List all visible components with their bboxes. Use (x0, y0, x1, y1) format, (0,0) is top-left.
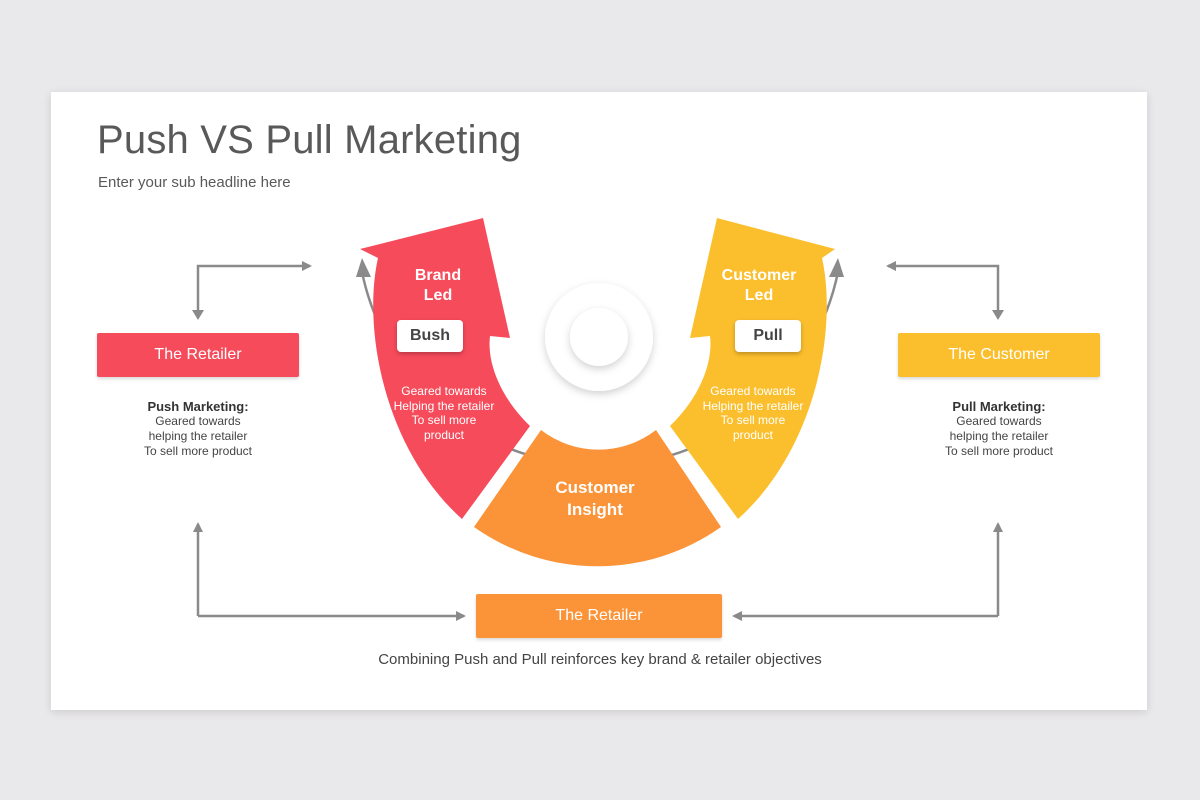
center-core (570, 308, 628, 366)
bush-tag: Bush (397, 320, 463, 352)
customer-insight-label-line: Customer (555, 478, 635, 497)
pull-marketing-line: helping the retailer (949, 429, 1049, 443)
page-subtitle: Enter your sub headline here (98, 174, 291, 191)
bottom-retailer-box: The Retailer (476, 594, 722, 638)
pull-marketing-line: To sell more product (944, 444, 1054, 458)
pull-marketing-line: Geared towards (956, 414, 1042, 428)
pull-tag: Pull (735, 320, 801, 352)
push-marketing-heading: Push Marketing: (147, 399, 249, 414)
brand-led-label: Brand Led (392, 266, 484, 306)
outer-arc-right-head (829, 258, 844, 277)
customer-insight-label-line: Insight (567, 500, 623, 519)
left-top-connector (196, 261, 312, 318)
customer-led-desc-line: product (732, 427, 774, 442)
brand-led-desc-line: Geared towards (401, 384, 487, 398)
brand-led-label-line: Brand (414, 267, 462, 284)
pull-marketing-heading: Pull Marketing: (952, 399, 1046, 414)
page-title: Push VS Pull Marketing (97, 118, 522, 162)
brand-led-desc-line: To sell more (411, 413, 477, 427)
push-marketing-line: To sell more product (143, 444, 253, 458)
brand-led-label-line: Led (423, 287, 453, 304)
customer-led-label-line: Customer (721, 267, 797, 284)
customer-insight-segment (474, 430, 721, 567)
brand-led-desc-line: Helping the retailer (393, 398, 495, 413)
left-top-connector-start (192, 310, 204, 320)
right-customer-label: The Customer (948, 346, 1050, 363)
brand-led-desc: Geared towards Helping the retailer To s… (374, 384, 514, 442)
customer-led-arrow (670, 218, 835, 519)
left-retailer-label: The Retailer (154, 346, 242, 363)
customer-led-desc-line: Geared towards (710, 384, 796, 398)
push-marketing-text: Push Marketing: Geared towards helping t… (98, 399, 298, 459)
customer-led-label-line: Led (744, 287, 774, 304)
right-customer-box: The Customer (898, 333, 1100, 377)
bottom-retailer-label: The Retailer (555, 607, 643, 624)
footer-caption: Combining Push and Pull reinforces key b… (378, 651, 822, 668)
left-retailer-box: The Retailer (97, 333, 299, 377)
outer-arc-left-head (356, 258, 371, 277)
brand-led-arrow (360, 218, 530, 519)
push-marketing-line: Geared towards (155, 414, 241, 428)
right-top-connector-start (992, 310, 1004, 320)
bush-tag-label: Bush (410, 327, 450, 344)
push-marketing-line: helping the retailer (148, 429, 248, 443)
customer-led-desc-line: To sell more (720, 413, 786, 427)
customer-led-desc-line: Helping the retailer (702, 398, 804, 413)
brand-led-desc-line: product (423, 427, 465, 442)
customer-led-desc: Geared towards Helping the retailer To s… (683, 384, 823, 442)
pull-marketing-text: Pull Marketing: Geared towards helping t… (899, 399, 1099, 459)
pull-tag-label: Pull (753, 327, 783, 344)
right-top-connector (886, 261, 1000, 318)
customer-insight-label: Customer Insight (535, 477, 655, 521)
customer-led-label: Customer Led (708, 266, 810, 306)
